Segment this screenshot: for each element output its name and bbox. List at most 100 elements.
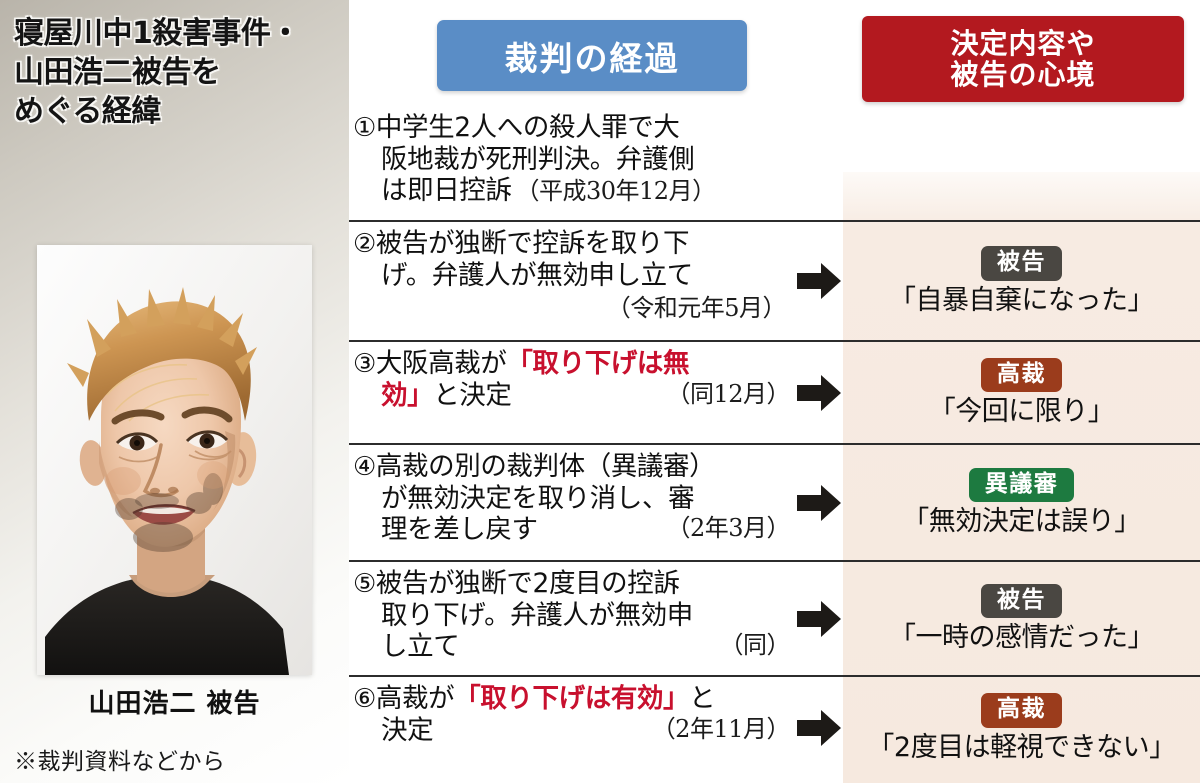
timeline-event-line: ④高裁の別の裁判体（異議審） — [353, 451, 790, 483]
timeline-step-number: ③ — [353, 349, 376, 379]
timeline-event-line: し立て （同） — [353, 631, 790, 663]
decision-quote: 「一時の感情だった」 — [889, 622, 1155, 653]
timeline-event-segment: と決定 — [433, 379, 512, 411]
timeline-event-cell: ①中学生2人への殺人罪で大 阪地裁が死刑判決。弁護側 は即日控訴（平成30年12… — [349, 106, 794, 211]
line-indent — [353, 380, 381, 412]
status-badge: 高裁 — [981, 357, 1062, 392]
page-title-line-2: 山田浩二被告を — [14, 55, 221, 90]
timeline-event-cell: ②被告が独断で控訴を取り下 げ。弁護人が無効申し立て （令和元年5月） — [349, 222, 794, 327]
timeline-event-segment: 取り下げ。弁護人が無効申 — [381, 599, 693, 631]
timeline-event-line: ③大阪高裁が「取り下げは無 — [353, 348, 790, 380]
timeline-event-line: 取り下げ。弁護人が無効申 — [353, 600, 790, 632]
timeline-row: ⑤被告が独断で2度目の控訴 取り下げ。弁護人が無効申 し立て （同） 被告「一時の感… — [349, 562, 1200, 677]
timeline-event-cell: ⑥高裁が「取り下げは有効」と 決定 （2年11月） — [349, 677, 794, 750]
timeline-decision-cell: 異議審「無効決定は誤り」 — [843, 445, 1200, 560]
timeline-event-segment: 被告が独断で控訴を取り下 — [375, 228, 690, 259]
timeline-event-line: 効」と決定 （同12月） — [353, 380, 790, 412]
timeline-row: ③大阪高裁が「取り下げは無 効」と決定 （同12月） 高裁「今回に限り」 — [349, 342, 1200, 445]
timeline-step-number: ⑥ — [353, 684, 376, 714]
status-badge: 高裁 — [981, 693, 1062, 728]
timeline-event-line: 阪地裁が死刑判決。弁護側 — [353, 144, 790, 176]
timeline-event-line: 決定 （2年11月） — [353, 714, 791, 747]
line-indent — [353, 260, 381, 292]
timeline-date: （2年11月） — [651, 714, 791, 743]
source-note: ※裁判資料などから — [14, 749, 226, 775]
column-header-trial-process: 裁判の経過 — [437, 20, 747, 91]
timeline-event-text: ③大阪高裁が「取り下げは無 効」と決定 （同12月） — [353, 348, 790, 411]
arrow-right-icon — [795, 373, 843, 413]
line-indent — [353, 144, 381, 176]
status-badge: 異議審 — [968, 467, 1075, 502]
line-indent — [353, 600, 381, 632]
decision-quote: 「2度目は軽視できない」 — [867, 731, 1176, 763]
timeline-row: ②被告が独断で控訴を取り下 げ。弁護人が無効申し立て （令和元年5月） 被告「自暴自… — [349, 222, 1200, 342]
timeline-step-number: ② — [353, 229, 376, 259]
timeline-event-segment: が無効決定を取り消し、審 — [381, 482, 695, 514]
timeline-date: （2年3月） — [666, 514, 790, 543]
line-indent — [353, 715, 381, 747]
timeline-event-line: げ。弁護人が無効申し立て — [353, 260, 790, 292]
timeline-event-text: ②被告が独断で控訴を取り下 げ。弁護人が無効申し立て — [353, 228, 790, 291]
timeline-event-text: ①中学生2人への殺人罪で大 阪地裁が死刑判決。弁護側 は即日控訴（平成30年12… — [353, 112, 790, 207]
timeline-row: ④高裁の別の裁判体（異議審） が無効決定を取り消し、審 理を差し戻す （2年3月）… — [349, 445, 1200, 562]
page-title-line-3: めぐる経緯 — [14, 94, 161, 129]
timeline-decision-cell: 高裁「2度目は軽視できない」 — [843, 677, 1200, 779]
timeline-event-segment: は即日控訴 — [381, 175, 512, 207]
column-header-decision-feelings: 決定内容や 被告の心境 — [862, 16, 1184, 102]
page-title-line-1: 寝屋川中1殺害事件・ — [14, 16, 300, 51]
decision-quote: 「自暴自棄になった」 — [889, 284, 1155, 316]
timeline-event-highlight: 「取り下げは無 — [506, 348, 690, 379]
arrow-right-icon — [795, 599, 843, 639]
column-header-trial-process-label: 裁判の経過 — [504, 38, 680, 78]
timeline-date: （同） — [719, 631, 791, 660]
timeline-event-segment: し立て — [381, 631, 460, 663]
timeline-event-segment: 決定 — [381, 714, 434, 746]
timeline-date: （同12月） — [666, 379, 790, 408]
timeline-step-number: ① — [353, 113, 376, 143]
timeline-row: ①中学生2人への殺人罪で大 阪地裁が死刑判決。弁護側 は即日控訴（平成30年12… — [349, 106, 1200, 222]
timeline-date: （令和元年5月） — [606, 294, 787, 323]
timeline-event-segment: げ。弁護人が無効申し立て — [381, 259, 693, 291]
timeline-event-text: ⑥高裁が「取り下げは有効」と 決定 （2年11月） — [353, 683, 791, 747]
timeline-event-segment: 阪地裁が死刑判決。弁護側 — [381, 143, 695, 175]
timeline-event-segment: 理を差し戻す — [381, 514, 538, 546]
timeline-event-segment: 中学生2人への殺人罪で大 — [375, 112, 680, 143]
timeline-event-text: ④高裁の別の裁判体（異議審） が無効決定を取り消し、審 理を差し戻す （2年3月） — [353, 451, 790, 546]
line-indent — [353, 631, 381, 663]
page-title: 寝屋川中1殺害事件・山田浩二被告をめぐる経緯 — [14, 14, 339, 131]
timeline-event-text: ⑤被告が独断で2度目の控訴 取り下げ。弁護人が無効申 し立て （同） — [353, 568, 790, 663]
timeline-decision-cell: 被告「一時の感情だった」 — [843, 562, 1200, 675]
timeline-event-highlight: 「取り下げは有効」 — [454, 683, 690, 714]
column-header-decision-line1: 決定内容や — [950, 26, 1096, 60]
arrow-right-icon — [795, 483, 843, 523]
timeline-decision-cell: 高裁「今回に限り」 — [843, 342, 1200, 443]
timeline-event-line: が無効決定を取り消し、審 — [353, 483, 790, 515]
timeline-event-line: ⑤被告が独断で2度目の控訴 — [353, 568, 790, 600]
timeline-event-line: ⑥高裁が「取り下げは有効」と — [353, 683, 790, 715]
timeline-event-segment: 高裁の別の裁判体（異議審） — [375, 451, 716, 482]
timeline-decision-cell — [843, 106, 1200, 220]
timeline-event-line: 理を差し戻す （2年3月） — [353, 514, 790, 546]
timeline-decision-cell: 被告「自暴自棄になった」 — [843, 222, 1200, 340]
arrow-right-icon — [795, 261, 843, 301]
timeline-event-segment: 高裁が — [375, 683, 455, 714]
timeline-event-cell: ④高裁の別の裁判体（異議審） が無効決定を取り消し、審 理を差し戻す （2年3月） — [349, 445, 794, 550]
line-indent — [353, 483, 381, 515]
decision-quote: 「無効決定は誤り」 — [902, 506, 1141, 537]
timeline-event-line: ②被告が独断で控訴を取り下 — [353, 228, 790, 260]
line-indent — [353, 514, 381, 546]
timeline-date: （平成30年12月） — [515, 177, 717, 206]
timeline-event-segment: 大阪高裁が — [375, 348, 507, 379]
timeline-event-cell: ③大阪高裁が「取り下げは無 効」と決定 （同12月） — [349, 342, 794, 415]
timeline-step-number: ④ — [353, 452, 376, 482]
line-indent — [353, 175, 381, 207]
arrow-right-icon — [795, 708, 843, 748]
left-panel: 寝屋川中1殺害事件・山田浩二被告をめぐる経緯 — [0, 0, 349, 783]
timeline-table: ①中学生2人への殺人罪で大 阪地裁が死刑判決。弁護側 は即日控訴（平成30年12… — [349, 106, 1200, 783]
timeline-event-segment: 被告が独断で2度目の控訴 — [375, 568, 680, 599]
timeline-event-highlight: 効」 — [381, 379, 434, 411]
timeline-event-segment: と — [689, 683, 716, 714]
column-header-decision-line2: 被告の心境 — [950, 58, 1096, 91]
status-badge: 被告 — [981, 583, 1062, 618]
